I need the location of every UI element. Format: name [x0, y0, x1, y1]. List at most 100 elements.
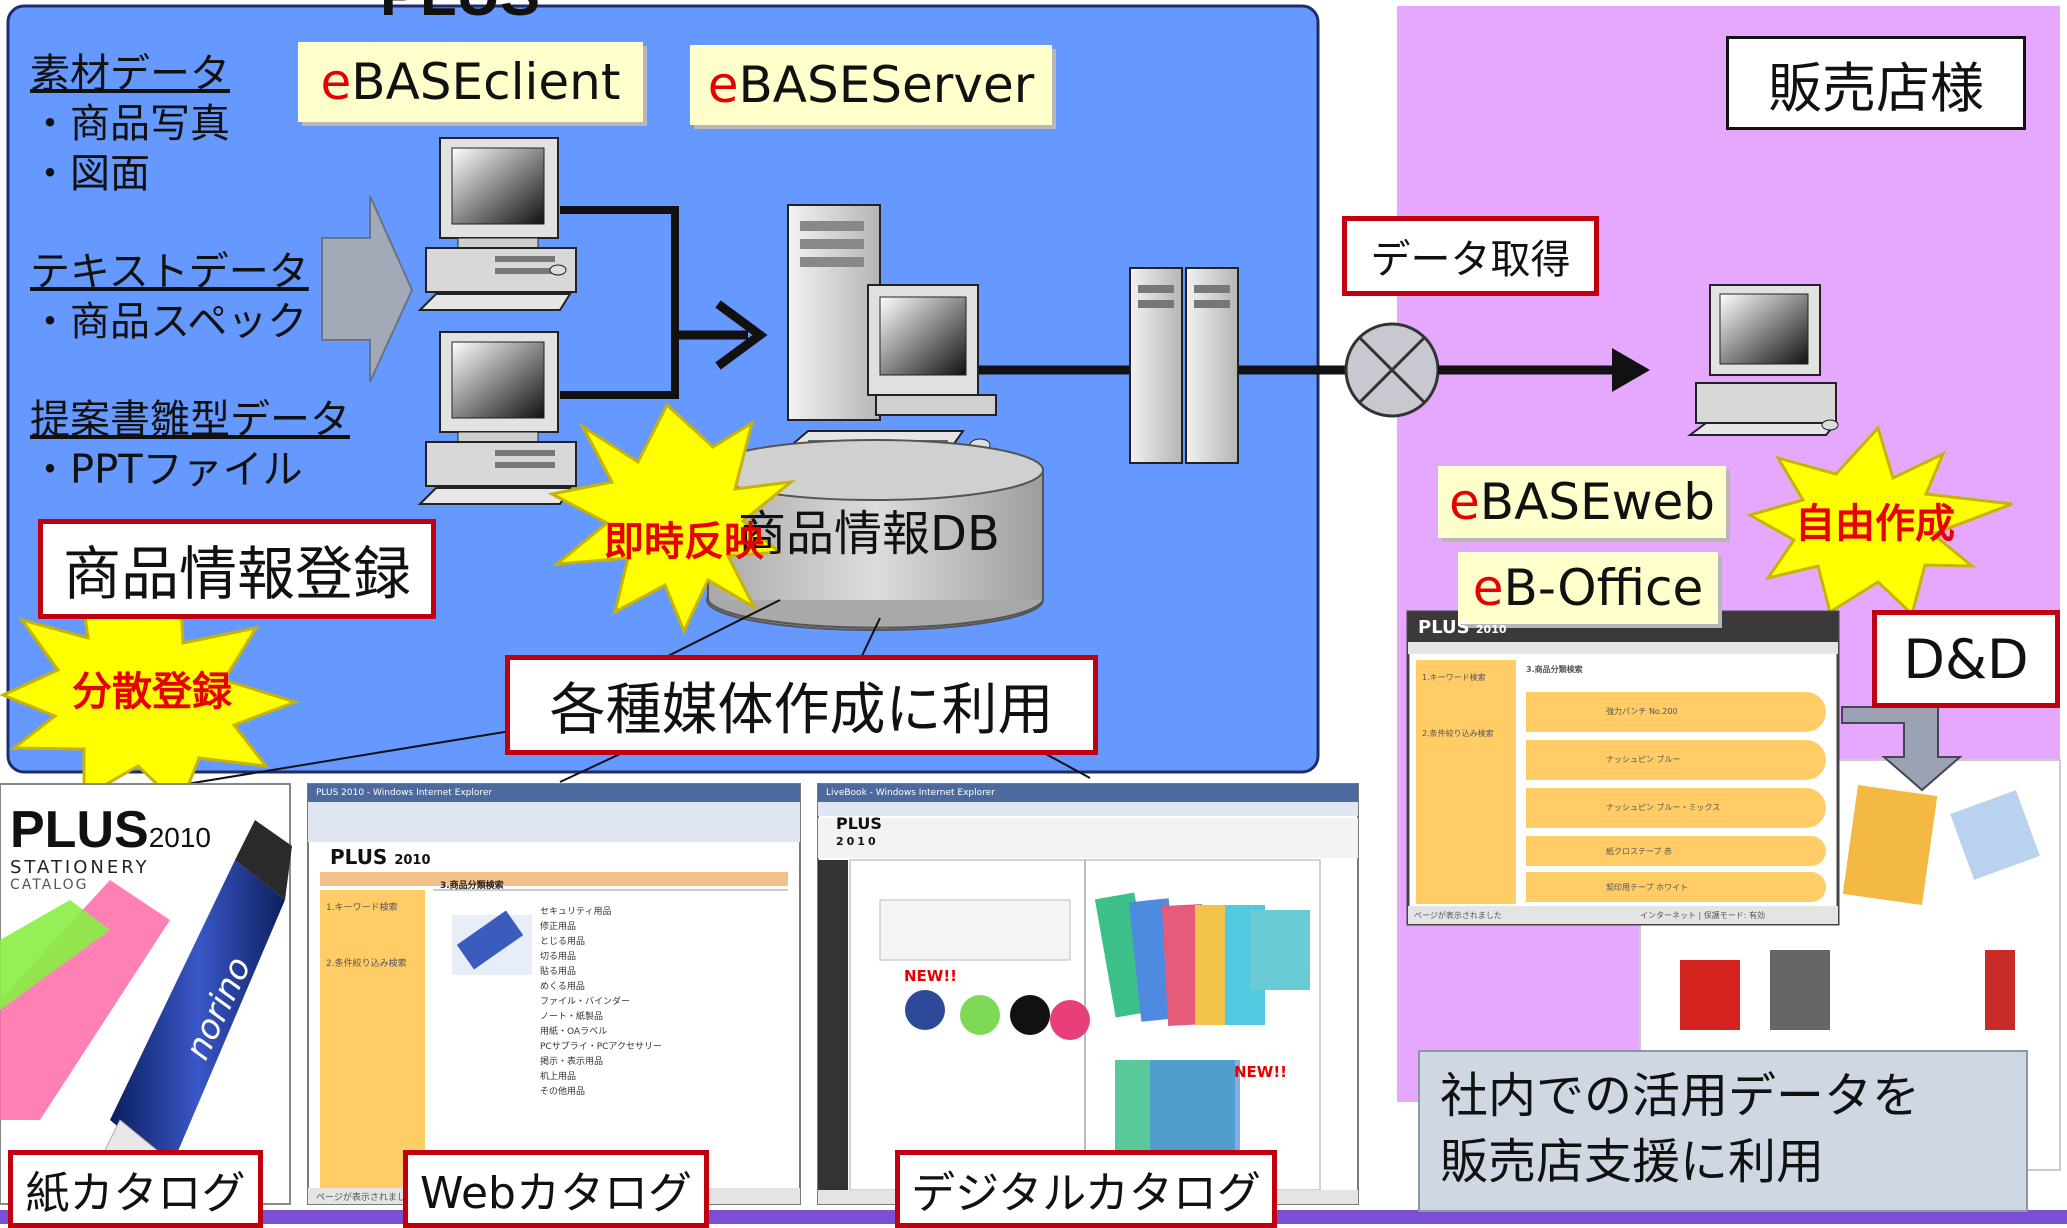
- starburst-icon: [547, 402, 797, 635]
- web-catalog-label-box: Webカタログ: [403, 1150, 709, 1228]
- db-line-right: [859, 617, 881, 661]
- dnd-box: D&D: [1872, 610, 2060, 708]
- source-item-ppt: ・PPTファイル: [30, 447, 303, 493]
- source-item-photo: ・商品写真: [30, 101, 230, 147]
- web-titlebar: PLUS 2010 - Windows Internet Explorer: [316, 788, 493, 798]
- ebweb-logo-year: 2010: [1475, 623, 1507, 636]
- arrow-head-store: [1612, 348, 1650, 392]
- input-arrow: [321, 195, 414, 383]
- web-category-item[interactable]: 貼る用品: [540, 967, 577, 977]
- arrow-head-server: [715, 300, 768, 370]
- paper-cover-brand: PLUS2010: [10, 801, 211, 859]
- data-get-label: データ取得: [1370, 237, 1571, 283]
- ebweb-status-left: ページが表示されました: [1414, 911, 1502, 920]
- client-bracket: [560, 206, 679, 399]
- ebweb-row-label: 紙クロステープ 赤: [1606, 847, 1673, 856]
- eboffice-label: B-Office: [1503, 559, 1704, 617]
- web-logo-text: PLUS: [330, 845, 388, 869]
- ebaseserver-e: e: [707, 56, 739, 114]
- store-label: 販売店様: [1768, 56, 1984, 120]
- ebweb-row[interactable]: ナッシュピン ブルー: [1526, 740, 1826, 780]
- ebweb-search-heading: 1.キーワード検索: [1422, 673, 1486, 682]
- ebweb-row[interactable]: 契印用テープ ホワイト: [1526, 872, 1826, 902]
- ebweb-row[interactable]: 強力パンチ No.200: [1526, 692, 1826, 732]
- ebweb-row[interactable]: 紙クロステープ 赤: [1526, 836, 1826, 866]
- ebweb-row-label: 強力パンチ No.200: [1606, 707, 1678, 716]
- instant-label: 即時反映: [604, 519, 764, 565]
- media-box: 各種媒体作成に利用: [505, 655, 1098, 755]
- web-logo: PLUS 2010: [330, 846, 431, 868]
- web-category-item[interactable]: めくる用品: [540, 982, 585, 992]
- ebweb-status-right: インターネット | 保護モード: 有効: [1640, 911, 1766, 920]
- paper-catalog-label: 紙カタログ: [25, 1168, 246, 1219]
- ebaseclient-label: BASEclient: [351, 53, 621, 111]
- ebweb-logo: PLUS 2010: [1418, 618, 1507, 638]
- ebaseweb-e: e: [1449, 473, 1480, 531]
- ebweb-row-label: 契印用テープ ホワイト: [1606, 883, 1689, 892]
- web-catalog-label: Webカタログ: [420, 1168, 692, 1219]
- digital-logo: PLUS 2010: [836, 816, 882, 848]
- page-title-partial: PLUS: [380, 0, 540, 28]
- web-category-item[interactable]: 切る用品: [540, 952, 577, 962]
- web-category-list: セキュリティ用品 修正用品 とじる用品 切る用品 貼る用品 めくる用品 ファイル…: [540, 904, 662, 1099]
- desktop-computer-icon: [1687, 284, 1839, 436]
- dnd-arrow: [1841, 706, 1963, 792]
- register-label: 商品情報登録: [62, 540, 411, 608]
- web-category-item[interactable]: その他用品: [540, 1087, 586, 1097]
- paper-cover-brand-text: PLUS: [10, 801, 149, 859]
- support-line2: 販売店支援に利用: [1440, 1134, 1825, 1190]
- digital-new-badge-2: NEW!!: [1234, 1063, 1288, 1081]
- web-status: ページが表示されました: [316, 1193, 415, 1203]
- free-create-label: 自由作成: [1795, 501, 1955, 547]
- server-tower-icon: [1129, 267, 1239, 464]
- web-search-heading: 1.キーワード検索: [326, 903, 398, 913]
- web-category-item[interactable]: ノート・紙製品: [540, 1012, 604, 1022]
- digital-titlebar: LiveBook - Windows Internet Explorer: [826, 788, 995, 798]
- source-heading-material: 素材データ: [30, 51, 230, 97]
- ebweb-row-label: ナッシュピン ブルー: [1606, 755, 1681, 764]
- web-category-item[interactable]: 用紙・OAラベル: [540, 1027, 608, 1037]
- starburst-icon: [1746, 425, 2013, 617]
- digital-logo-year: 2010: [836, 835, 879, 848]
- paper-cover-line2: CATALOG: [10, 877, 89, 893]
- desktop-computer-icon: [417, 331, 577, 505]
- store-box: 販売店様: [1726, 36, 2026, 130]
- media-label: 各種媒体作成に利用: [549, 677, 1054, 743]
- web-category-item[interactable]: 机上用品: [540, 1072, 577, 1082]
- web-category-item[interactable]: セキュリティ用品: [540, 907, 612, 917]
- digital-new-badge: NEW!!: [904, 967, 958, 985]
- ebweb-filter-heading: 2.条件絞り込み検索: [1422, 729, 1494, 738]
- paper-cover-line1: STATIONERY: [10, 857, 150, 878]
- support-box: 社内での活用データを 販売店支援に利用: [1418, 1050, 2028, 1212]
- ebaseclient-e: e: [320, 53, 352, 111]
- eboffice-e: e: [1472, 559, 1504, 617]
- distributed-label: 分散登録: [72, 669, 232, 715]
- data-get-box: データ取得: [1342, 216, 1599, 296]
- source-item-spec: ・商品スペック: [30, 299, 308, 345]
- digital-catalog-label-box: デジタルカタログ: [895, 1150, 1277, 1228]
- source-heading-text: テキストデータ: [30, 249, 309, 295]
- ebweb-logo-text: PLUS: [1418, 617, 1470, 638]
- ebweb-row[interactable]: ナッシュピン ブルー・ミックス: [1526, 788, 1826, 828]
- ebaseserver-label: BASEServer: [738, 56, 1035, 114]
- web-category-item[interactable]: 掲示・表示用品: [540, 1057, 604, 1067]
- digital-catalog-window: [817, 783, 1359, 1205]
- support-line1: 社内での活用データを: [1440, 1068, 1921, 1124]
- register-box: 商品情報登録: [38, 519, 436, 619]
- paper-catalog-label-box: 紙カタログ: [8, 1150, 263, 1228]
- web-category-item[interactable]: ファイル・バインダー: [540, 997, 631, 1007]
- web-logo-year: 2010: [394, 853, 431, 868]
- paper-catalog-cover: [0, 783, 292, 1205]
- ebweb-category-heading: 3.商品分類検索: [1526, 665, 1583, 674]
- paper-cover-year: 2010: [148, 822, 211, 853]
- source-heading-proposal: 提案書雛型データ: [30, 397, 350, 443]
- web-category-item[interactable]: 修正用品: [540, 922, 577, 932]
- ebaseweb-label: BASEweb: [1479, 473, 1715, 531]
- web-category-item[interactable]: PCサプライ・PCアクセサリー: [540, 1042, 662, 1052]
- web-category-item[interactable]: とじる用品: [540, 937, 586, 947]
- web-filter-heading: 2.条件絞り込み検索: [326, 959, 407, 969]
